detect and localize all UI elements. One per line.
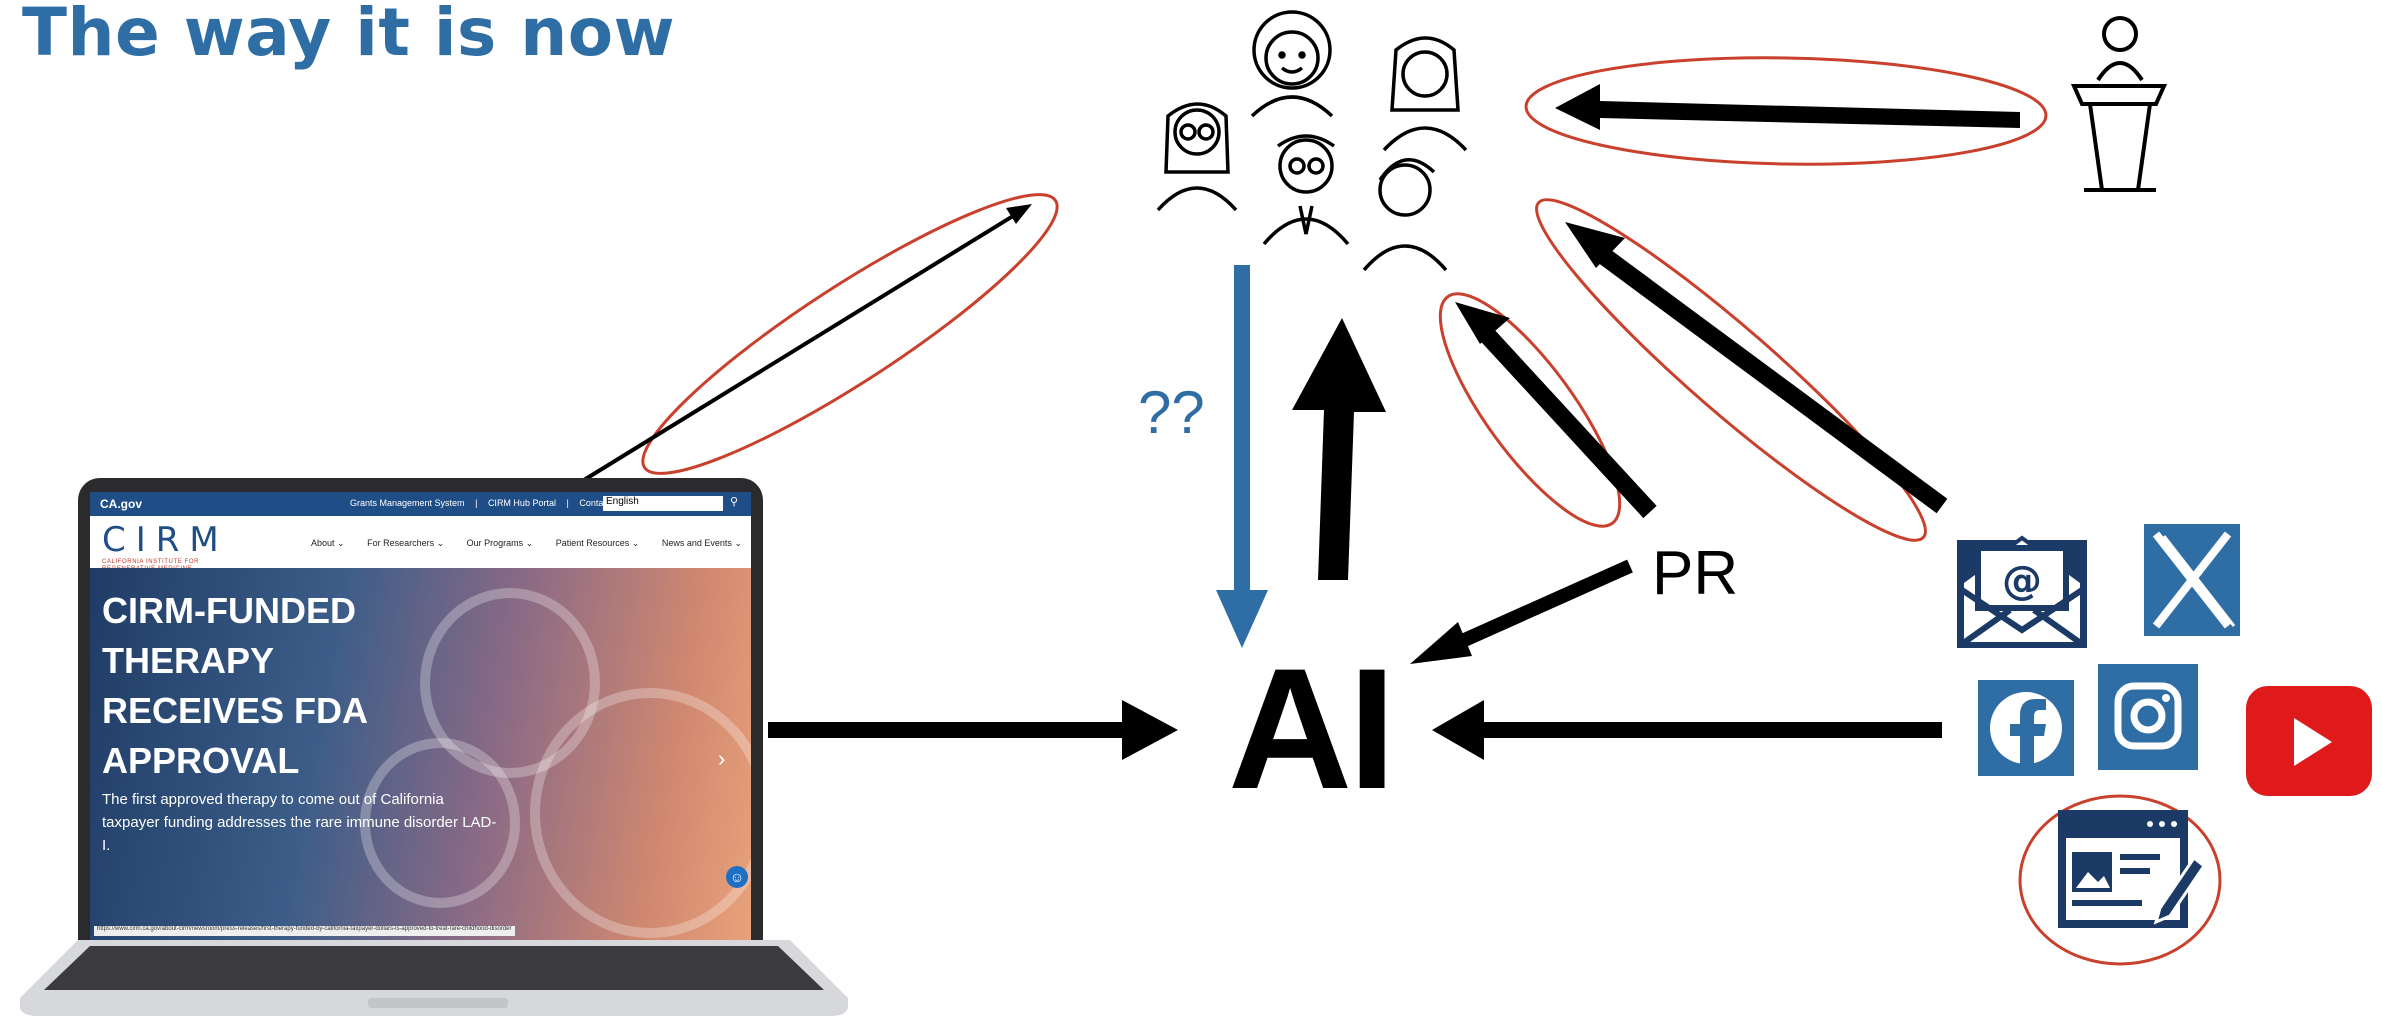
pr-to-ai-arrow	[1410, 559, 1633, 664]
laptop-to-audience-arrow	[582, 193, 1059, 482]
site-nav: About ⌄ For Researchers ⌄ Our Programs ⌄…	[311, 538, 751, 549]
pr-to-audience-arrow	[1438, 292, 1657, 528]
web-article-icon	[2018, 794, 2222, 966]
speaker-to-audience-arrow	[1524, 56, 2048, 166]
instagram-icon	[2098, 664, 2198, 770]
gov-link[interactable]: Grants Management System	[350, 498, 465, 508]
social-to-ai-arrow	[1432, 700, 1942, 760]
gov-links: Grants Management System | CIRM Hub Port…	[350, 498, 618, 508]
cirm-logo[interactable]: CIRM	[102, 520, 229, 560]
nav-item-patient-resources[interactable]: Patient Resources ⌄	[555, 538, 640, 548]
language-select[interactable]: English	[603, 496, 723, 511]
laptop-screen: CA.gov Grants Management System | CIRM H…	[90, 492, 751, 940]
chevron-right-icon[interactable]: ›	[718, 746, 726, 771]
gov-link-separator: |	[475, 498, 478, 508]
gov-link-separator: |	[566, 498, 569, 508]
gov-link[interactable]: CIRM Hub Portal	[487, 498, 556, 508]
decorative-ring	[360, 738, 520, 908]
x-twitter-icon	[2144, 524, 2240, 636]
facebook-icon	[1978, 680, 2074, 776]
nav-item-about[interactable]: About ⌄	[311, 538, 345, 548]
hero-headline: CIRM-FUNDED THERAPY RECEIVES FDA APPROVA…	[102, 590, 367, 781]
email-icon: @	[1957, 535, 2087, 648]
speaker-podium-icon	[2070, 16, 2168, 192]
nav-item-programs[interactable]: Our Programs ⌄	[466, 538, 534, 548]
laptop: CA.gov Grants Management System | CIRM H…	[78, 478, 763, 948]
laptop-to-ai-arrow	[768, 700, 1178, 760]
site-header: CIRM CALIFORNIA INSTITUTE FOR REGENERATI…	[90, 516, 751, 572]
ca-gov-logo[interactable]: CA.gov	[100, 497, 142, 511]
status-url: https://www.cirm.ca.gov/about-cirm/newsr…	[94, 926, 515, 936]
ai-to-audience-arrow	[1292, 318, 1386, 580]
decorative-ring	[530, 688, 751, 938]
hero-banner: CIRM-FUNDED THERAPY RECEIVES FDA APPROVA…	[90, 568, 751, 940]
decorative-ring	[420, 588, 600, 778]
pr-label: PR	[1652, 539, 1739, 608]
gov-link[interactable]: Contact	[579, 498, 611, 508]
social-to-audience-arrow	[1535, 198, 1948, 542]
nav-item-researchers[interactable]: For Researchers ⌄	[367, 538, 445, 548]
nav-item-news[interactable]: News and Events ⌄	[661, 538, 742, 548]
ai-label: AI	[1228, 633, 1396, 825]
accessibility-icon[interactable]: ☺	[726, 866, 748, 888]
audience-to-ai-question-arrow	[1216, 265, 1268, 648]
youtube-icon	[2246, 686, 2372, 796]
laptop-keyboard-base	[20, 940, 848, 1016]
unknown-label: ??	[1138, 379, 1205, 446]
svg-text:@: @	[2002, 558, 2042, 604]
gov-bar: CA.gov Grants Management System | CIRM H…	[90, 492, 751, 516]
audience-people-icon	[1156, 10, 1468, 272]
hero-body: The first approved therapy to come out o…	[102, 791, 497, 854]
slide-title: The way it is now	[22, 0, 676, 71]
search-icon[interactable]: ⚲	[730, 496, 739, 508]
